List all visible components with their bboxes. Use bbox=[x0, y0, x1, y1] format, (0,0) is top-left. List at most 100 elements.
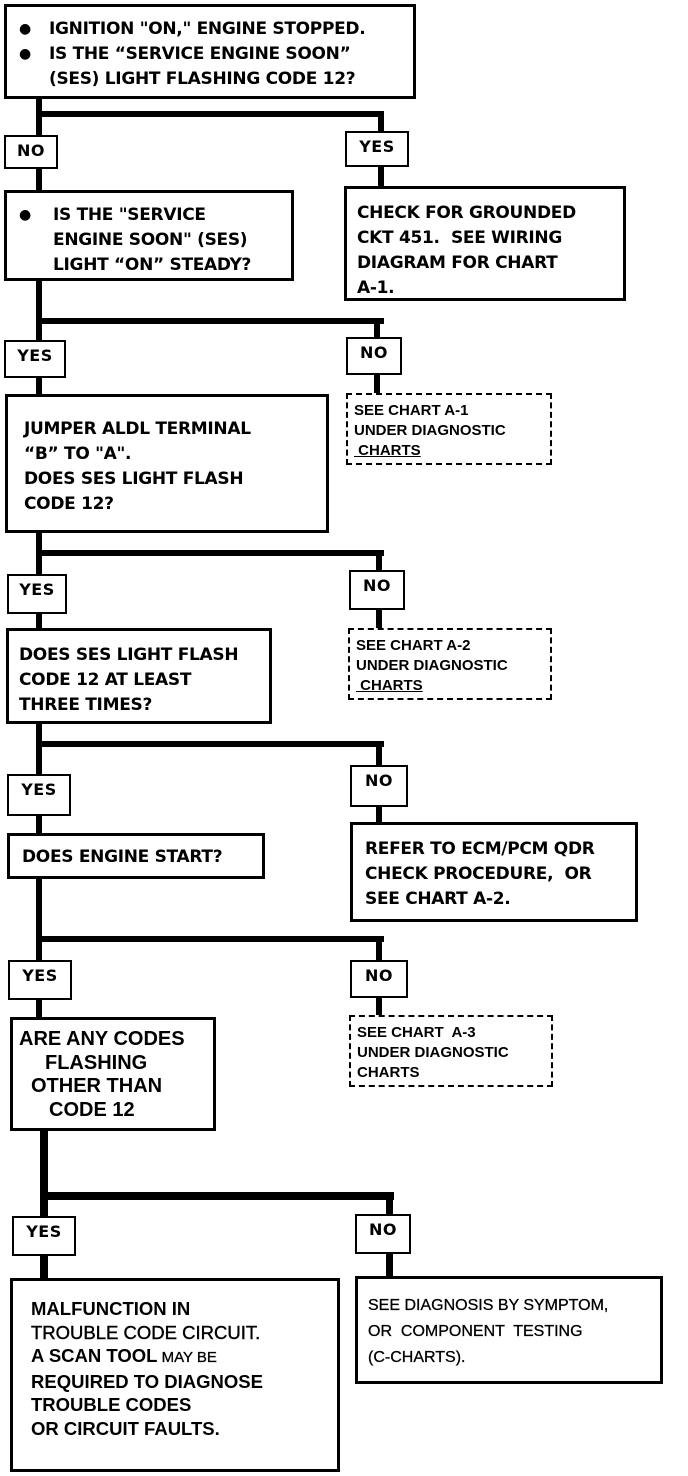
connector bbox=[378, 111, 384, 135]
text-line: CODE 12? bbox=[24, 494, 114, 514]
connector bbox=[376, 550, 382, 574]
connector bbox=[36, 111, 384, 117]
text-line: THREE TIMES? bbox=[19, 695, 153, 715]
text-line: REQUIRED TO DIAGNOSE bbox=[31, 1370, 263, 1392]
action-refer-ecm-pcm-qdr: REFER TO ECM/PCM QDR CHECK PROCEDURE, OR… bbox=[350, 822, 638, 922]
text-line: REFER TO ECM/PCM QDR bbox=[365, 839, 595, 859]
bullet-item: ● IGNITION "ON," ENGINE STOPPED. bbox=[19, 17, 413, 42]
text-line: CKT 451. SEE WIRING bbox=[357, 228, 563, 248]
bullet-text: LIGHT “ON” STEADY? bbox=[53, 255, 252, 275]
branch-label-no: NO bbox=[4, 135, 58, 169]
connector bbox=[386, 1252, 393, 1280]
text-line: OR CIRCUIT FAULTS. bbox=[31, 1417, 220, 1439]
action-malfunction-trouble-code-circuit: MALFUNCTION IN TROUBLE CODE CIRCUIT. A S… bbox=[10, 1278, 340, 1472]
bullet-text: (SES) LIGHT FLASHING CODE 12? bbox=[49, 69, 356, 89]
text-line: OR COMPONENT TESTING bbox=[368, 1323, 583, 1340]
text-line: DOES ENGINE START? bbox=[22, 847, 223, 867]
text-line: SEE DIAGNOSIS BY SYMPTOM, bbox=[368, 1297, 609, 1314]
bullet-item: LIGHT “ON” STEADY? bbox=[19, 253, 291, 278]
connector bbox=[36, 95, 42, 139]
text-line: FLASHING bbox=[45, 1051, 148, 1074]
connector bbox=[36, 936, 384, 942]
bullet-icon: ● bbox=[19, 207, 31, 223]
text-line: CHARTS bbox=[356, 677, 423, 694]
text-line: UNDER DIAGNOSTIC bbox=[356, 657, 508, 674]
connector bbox=[36, 318, 384, 324]
branch-label-no: NO bbox=[350, 765, 408, 807]
action-see-diagnosis-by-symptom: SEE DIAGNOSIS BY SYMPTOM, OR COMPONENT T… bbox=[355, 1276, 663, 1384]
connector bbox=[376, 741, 382, 769]
text-line: DOES SES LIGHT FLASH bbox=[19, 645, 239, 665]
connector bbox=[36, 376, 42, 398]
branch-label-yes: YES bbox=[345, 131, 409, 167]
connector bbox=[376, 606, 382, 630]
connector bbox=[376, 936, 382, 962]
branch-label-no: NO bbox=[349, 570, 405, 610]
connector bbox=[376, 995, 382, 1019]
connector bbox=[36, 812, 42, 838]
bullet-icon: ● bbox=[19, 46, 31, 62]
text-line: SEE CHART A-2 bbox=[356, 637, 471, 654]
bullet-text: IS THE “SERVICE ENGINE SOON” bbox=[49, 44, 351, 64]
decision-flash-code-12-three-times: DOES SES LIGHT FLASH CODE 12 AT LEAST TH… bbox=[6, 628, 272, 724]
connector bbox=[36, 997, 42, 1021]
decision-ses-light-on-steady: ● IS THE "SERVICE ENGINE SOON" (SES) LIG… bbox=[4, 190, 294, 281]
reference-see-chart-a1: SEE CHART A-1 UNDER DIAGNOSTIC CHARTS bbox=[346, 393, 552, 465]
action-check-grounded-ckt-451: CHECK FOR GROUNDED CKT 451. SEE WIRING D… bbox=[344, 186, 626, 301]
reference-see-chart-a2: SEE CHART A-2 UNDER DIAGNOSTIC CHARTS bbox=[348, 628, 552, 700]
may-be-text: MAY BE bbox=[157, 1349, 217, 1366]
text-line: ARE ANY CODES bbox=[19, 1028, 185, 1050]
text-line: UNDER DIAGNOSTIC bbox=[357, 1044, 509, 1061]
connector bbox=[36, 166, 42, 192]
branch-label-yes: YES bbox=[8, 960, 72, 1000]
connector bbox=[374, 372, 380, 396]
decision-ignition-on-ses-flashing: ● IGNITION "ON," ENGINE STOPPED. ● IS TH… bbox=[4, 4, 416, 99]
text-line: CHARTS bbox=[357, 1064, 420, 1081]
connector bbox=[378, 164, 384, 188]
connector bbox=[36, 722, 42, 782]
text-line: TROUBLE CODES bbox=[31, 1394, 192, 1415]
bullet-item: ● IS THE “SERVICE ENGINE SOON” bbox=[19, 42, 413, 67]
branch-label-yes: YES bbox=[4, 340, 66, 378]
text-line: JUMPER ALDL TERMINAL bbox=[24, 419, 251, 439]
text-line: TROUBLE CODE CIRCUIT. bbox=[31, 1321, 261, 1343]
text-line: CODE 12 AT LEAST bbox=[19, 670, 192, 690]
text-line: SEE CHART A-2. bbox=[365, 889, 511, 909]
branch-label-yes: YES bbox=[7, 774, 71, 816]
connector bbox=[36, 610, 42, 632]
scan-tool-text: A SCAN TOOL bbox=[31, 1345, 158, 1366]
bullet-text: IGNITION "ON," ENGINE STOPPED. bbox=[49, 19, 366, 39]
connector bbox=[36, 741, 384, 747]
bullet-icon: ● bbox=[19, 21, 31, 37]
branch-label-yes: YES bbox=[7, 574, 67, 614]
branch-label-no: NO bbox=[346, 337, 402, 375]
connector bbox=[40, 1192, 394, 1200]
decision-other-codes-flashing: ARE ANY CODES FLASHING OTHER THAN CODE 1… bbox=[10, 1017, 216, 1131]
bullet-item: ENGINE SOON" (SES) bbox=[19, 228, 291, 253]
connector bbox=[40, 1254, 48, 1282]
text-line: DOES SES LIGHT FLASH bbox=[24, 469, 244, 489]
bullet-item: (SES) LIGHT FLASHING CODE 12? bbox=[19, 67, 413, 92]
text-line: CHECK FOR GROUNDED bbox=[357, 203, 576, 223]
text-line: DIAGRAM FOR CHART bbox=[357, 253, 558, 273]
connector bbox=[40, 1128, 48, 1222]
text-line: (C-CHARTS). bbox=[368, 1349, 466, 1366]
text-line: UNDER DIAGNOSTIC bbox=[354, 422, 506, 439]
branch-label-no: NO bbox=[355, 1214, 411, 1254]
connector bbox=[374, 318, 380, 342]
text-line: MALFUNCTION IN bbox=[31, 1298, 191, 1319]
text-line: “B” TO "A". bbox=[24, 444, 132, 464]
connector bbox=[386, 1192, 393, 1218]
connector bbox=[36, 876, 42, 966]
decision-does-engine-start: DOES ENGINE START? bbox=[7, 833, 265, 879]
decision-jumper-aldl-terminal: JUMPER ALDL TERMINAL “B” TO "A". DOES SE… bbox=[5, 394, 329, 533]
text-line: A-1. bbox=[357, 278, 395, 298]
branch-label-yes: YES bbox=[12, 1216, 76, 1256]
text-line: A SCAN TOOL MAY BE bbox=[31, 1344, 337, 1370]
connector bbox=[36, 278, 42, 342]
branch-label-no: NO bbox=[350, 960, 408, 998]
text-line: CODE 12 bbox=[49, 1098, 135, 1121]
bullet-item: ● IS THE "SERVICE bbox=[19, 203, 291, 228]
bullet-text: IS THE "SERVICE bbox=[53, 205, 206, 225]
